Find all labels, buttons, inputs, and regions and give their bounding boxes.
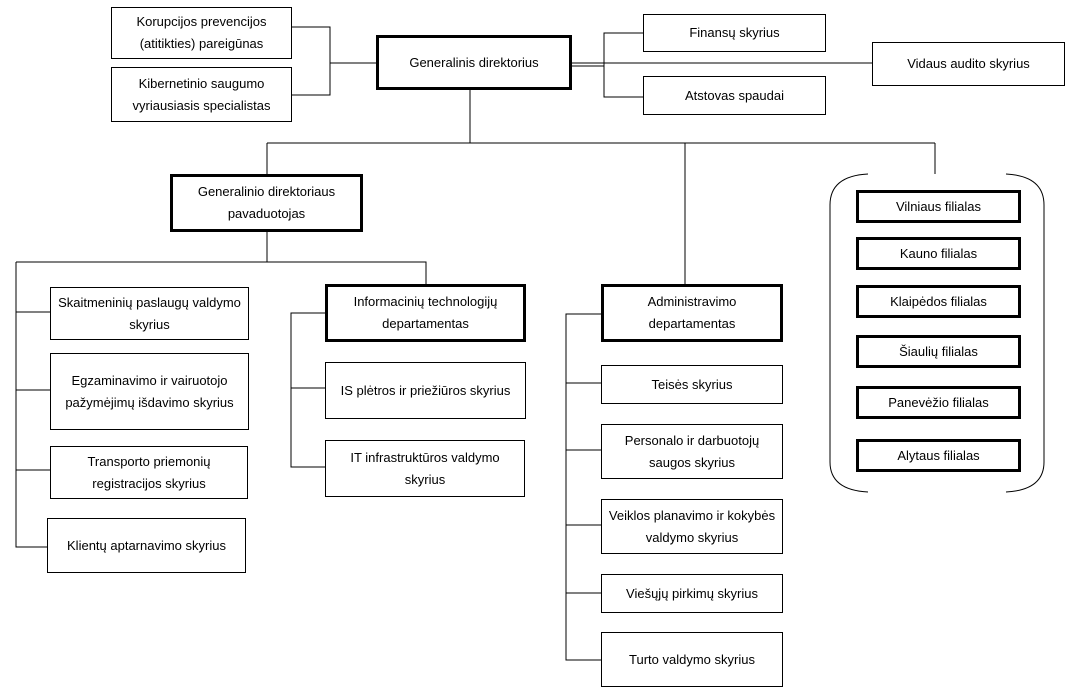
- deputy-unit-box: Skaitmeninių paslaugų valdymo skyrius: [50, 287, 249, 340]
- admin-department-box: Administravimo departamentas: [601, 284, 783, 342]
- admin-unit-box: Viešųjų pirkimų skyrius: [601, 574, 783, 613]
- it-unit-label: IS plėtros ir priežiūros skyrius: [340, 382, 511, 398]
- deputy-unit-box: Transporto priemonių registracijos skyri…: [50, 446, 248, 499]
- director-label: Generalinis direktorius: [409, 54, 539, 70]
- it-department-label: Informacinių technologijų departamentas: [353, 294, 498, 331]
- it-department-box: Informacinių technologijų departamentas: [325, 284, 526, 342]
- finance-box: Finansų skyrius: [643, 14, 826, 52]
- corruption-officer-label: Korupcijos prevencijos (atitikties) pare…: [136, 14, 267, 51]
- connector-staff-left: [292, 26, 378, 96]
- connector-deputy-tree: [15, 232, 427, 548]
- deputy-unit-label: Transporto priemonių registracijos skyri…: [87, 453, 211, 491]
- connector-it-tree: [290, 312, 325, 468]
- internal-audit-box: Vidaus audito skyrius: [872, 42, 1065, 86]
- deputy-unit-label: Klientų aptarnavimo skyrius: [67, 537, 226, 553]
- branch-box: Vilniaus filialas: [856, 190, 1021, 223]
- branch-bracket-right: [1005, 173, 1045, 493]
- branch-label: Kauno filialas: [899, 245, 978, 261]
- branch-box: Panevėžio filialas: [856, 386, 1021, 419]
- admin-unit-label: Veiklos planavimo ir kokybės valdymo sky…: [608, 507, 776, 545]
- deputy-label: Generalinio direktoriaus pavaduotojas: [197, 184, 336, 221]
- deputy-box: Generalinio direktoriaus pavaduotojas: [170, 174, 363, 232]
- admin-department-label: Administravimo departamentas: [647, 294, 737, 331]
- branch-label: Klaipėdos filialas: [890, 293, 987, 309]
- finance-label: Finansų skyrius: [689, 25, 780, 40]
- deputy-unit-box: Klientų aptarnavimo skyrius: [47, 518, 246, 573]
- deputy-unit-box: Egzaminavimo ir vairuotojo pažymėjimų iš…: [50, 353, 249, 430]
- cyber-specialist-box: Kibernetinio saugumo vyriausiasis specia…: [111, 67, 292, 122]
- branch-label: Šiaulių filialas: [899, 343, 978, 359]
- internal-audit-label: Vidaus audito skyrius: [907, 56, 1030, 71]
- admin-unit-label: Viešųjų pirkimų skyrius: [626, 585, 758, 601]
- admin-unit-label: Teisės skyrius: [651, 376, 733, 392]
- branch-label: Alytaus filialas: [897, 447, 980, 463]
- admin-unit-box: Turto valdymo skyrius: [601, 632, 783, 687]
- admin-unit-box: Veiklos planavimo ir kokybės valdymo sky…: [601, 499, 783, 554]
- deputy-unit-label: Skaitmeninių paslaugų valdymo skyrius: [58, 294, 241, 332]
- connector-staff-right: [572, 32, 872, 98]
- branch-box: Kauno filialas: [856, 237, 1021, 270]
- branch-box: Alytaus filialas: [856, 439, 1021, 472]
- branch-box: Šiaulių filialas: [856, 335, 1021, 368]
- admin-unit-box: Teisės skyrius: [601, 365, 783, 404]
- it-unit-box: IT infrastruktūros valdymo skyrius: [325, 440, 525, 497]
- deputy-unit-label: Egzaminavimo ir vairuotojo pažymėjimų iš…: [65, 372, 234, 410]
- admin-unit-label: Turto valdymo skyrius: [629, 651, 755, 667]
- press-box: Atstovas spaudai: [643, 76, 826, 115]
- admin-unit-label: Personalo ir darbuotojų saugos skyrius: [624, 432, 760, 470]
- branch-bracket-left: [829, 173, 869, 493]
- press-label: Atstovas spaudai: [684, 87, 784, 103]
- director-box: Generalinis direktorius: [376, 35, 572, 90]
- branch-label: Panevėžio filialas: [888, 394, 989, 410]
- connector-admin-tree: [565, 313, 601, 661]
- cyber-specialist-label: Kibernetinio saugumo vyriausiasis specia…: [132, 75, 271, 113]
- corruption-officer-box: Korupcijos prevencijos (atitikties) pare…: [111, 7, 292, 59]
- branch-label: Vilniaus filialas: [895, 198, 982, 214]
- it-unit-label: IT infrastruktūros valdymo skyrius: [350, 449, 500, 487]
- admin-unit-box: Personalo ir darbuotojų saugos skyrius: [601, 424, 783, 479]
- connector-director-trunk: [266, 90, 936, 284]
- branch-box: Klaipėdos filialas: [856, 285, 1021, 318]
- it-unit-box: IS plėtros ir priežiūros skyrius: [325, 362, 526, 419]
